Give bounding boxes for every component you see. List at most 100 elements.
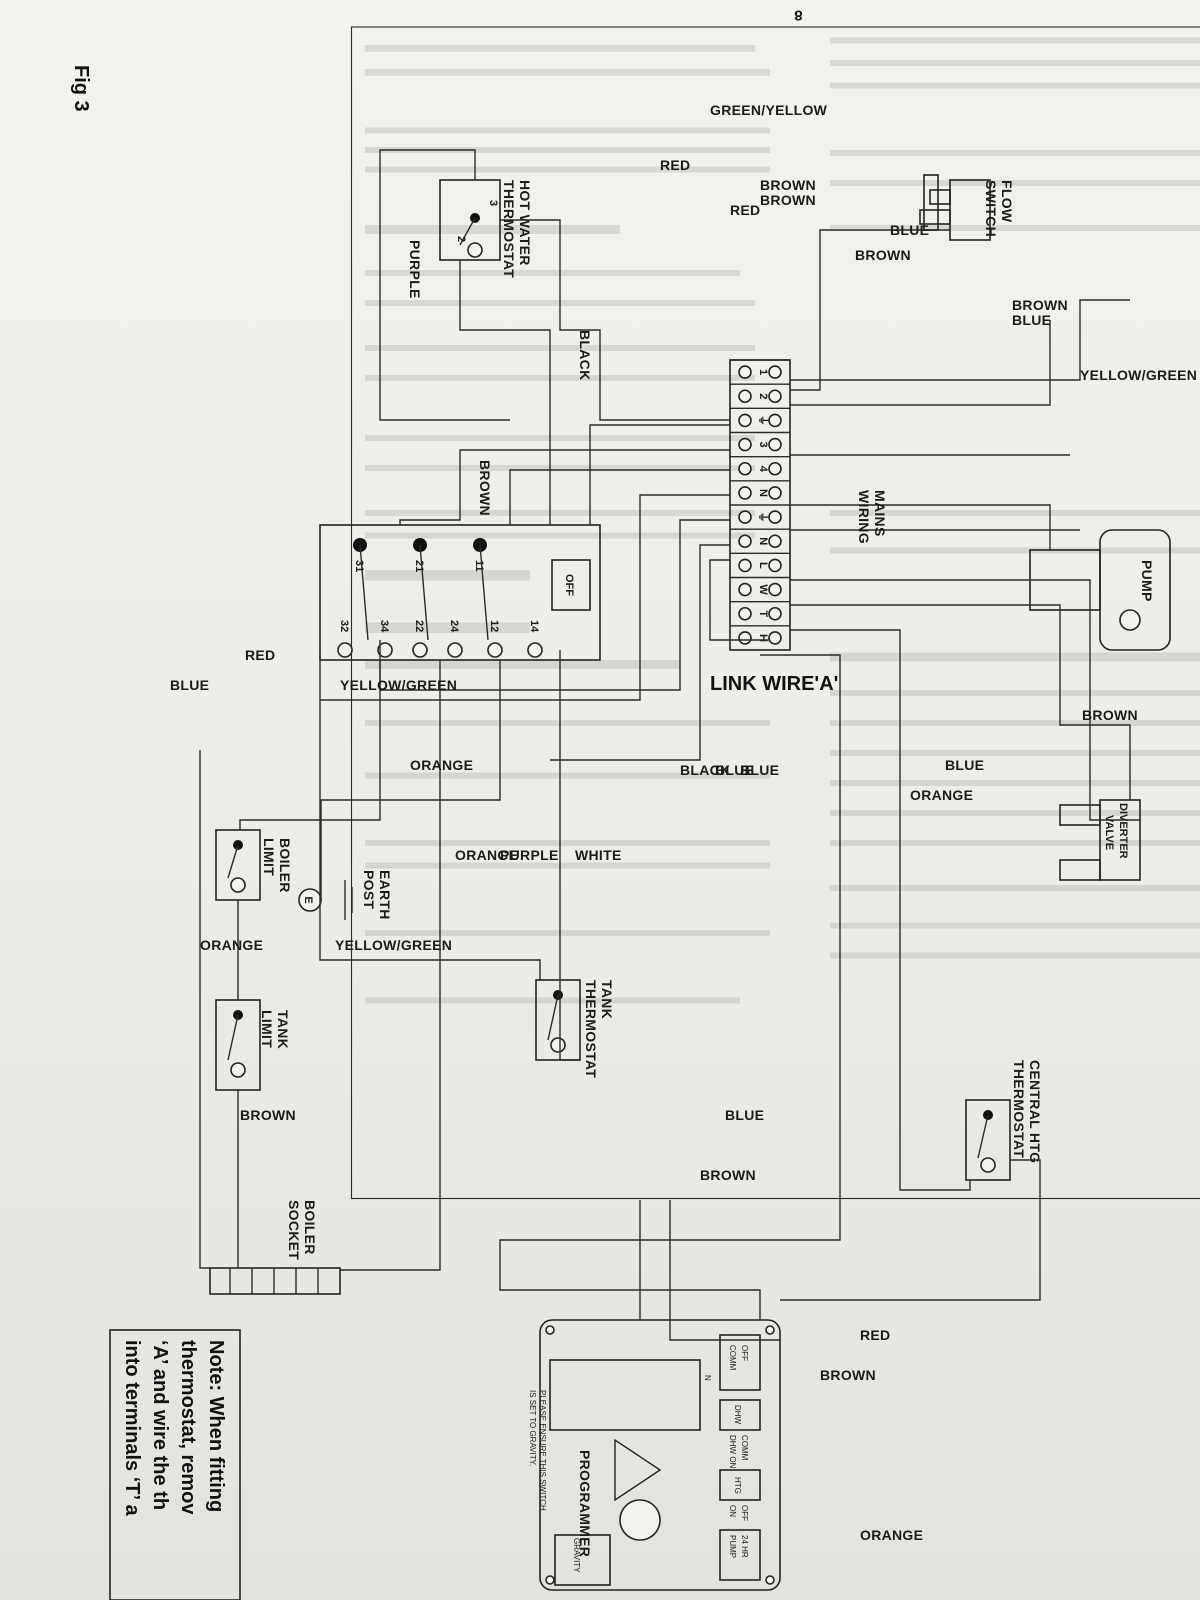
wire-label-white: WHITE — [575, 847, 622, 863]
terminal-screw — [738, 631, 752, 645]
terminal-screw — [738, 582, 752, 597]
diverter-valve-label-2: VALVE — [1103, 815, 1115, 850]
wire-label-blue-supply: BLUE — [1012, 312, 1051, 328]
relay-bottom-terminal — [412, 642, 428, 658]
terminal-screw — [738, 510, 752, 524]
wire-label-orange-limit: ORANGE — [200, 937, 263, 953]
wire-label-brown-mid: BROWN — [477, 460, 493, 516]
wire-label-red-prog: RED — [860, 1327, 890, 1343]
boiler-limit-label: BOILER LIMIT — [261, 838, 293, 897]
prog-htg-button[interactable] — [719, 1469, 761, 1501]
relay-bottom-label: 34 — [378, 620, 390, 633]
terminal-label: N — [757, 537, 769, 545]
terminal-screw — [738, 413, 752, 428]
prog-off2-label: OFF — [740, 1505, 749, 1521]
wire-label-blue-1: BLUE — [740, 762, 779, 778]
wire-label-orange-prog: ORANGE — [860, 1527, 923, 1543]
relay-bottom-label: 12 — [488, 620, 500, 632]
hw-terminal-3: 3 — [487, 200, 499, 206]
terminal-screw — [768, 461, 782, 476]
wire-label-brown-prog: BROWN — [700, 1167, 756, 1183]
diverter-valve-label: DIVERTER — [1117, 803, 1129, 859]
wire-label-yellow-green-1: YELLOW/GREEN — [340, 677, 457, 693]
prog-gravity-label: GRAVITY — [572, 1538, 581, 1573]
prog-off-comm-switch[interactable] — [719, 1334, 761, 1391]
central-htg-thermostat-label: CENTRAL HTG THERMOSTAT — [1011, 1060, 1043, 1168]
wire-label-brown-1: BROWN — [760, 177, 816, 193]
wires — [199, 149, 1140, 1341]
terminal-label: 2 — [757, 393, 769, 399]
terminal-screw — [738, 534, 752, 549]
relay-bottom-terminal — [447, 642, 463, 658]
wire-label-blue-flow: BLUE — [890, 222, 929, 238]
wire-label-red-limit: RED — [245, 647, 275, 663]
terminal-label: N — [757, 489, 769, 497]
terminal-screw — [738, 389, 752, 404]
warning-icon — [614, 1438, 662, 1502]
wire-labels: BLUEBROWNBROWNBLUEYELLOW/GREENBROWNBROWN… — [170, 102, 1197, 1543]
terminal-label: ⏚ — [757, 512, 770, 523]
terminal-label: 1 — [757, 369, 769, 375]
prog-24hr-pump-switch[interactable] — [719, 1529, 761, 1581]
relay-bottom-terminal — [527, 642, 543, 658]
page-frame — [350, 26, 1200, 1200]
wire-label-brown-2: BROWN — [760, 192, 816, 208]
terminal-screw — [768, 365, 782, 379]
flow-switch: FLOW SWITCH — [919, 174, 1015, 241]
wire-label-blue-2: BLUE — [715, 762, 754, 778]
flow-switch-label: FLOW SWITCH — [983, 180, 1015, 237]
terminal-screw — [768, 510, 782, 524]
terminal-screw — [738, 558, 752, 573]
wire-label-blue-prog: BLUE — [725, 1107, 764, 1123]
wire-label-brown-supply: BROWN — [1012, 297, 1068, 313]
terminal-screw — [738, 486, 752, 500]
prog-dhw-on-label: DHW ON — [728, 1435, 737, 1469]
clock-dial-icon — [619, 1499, 661, 1541]
programmer-note: PLEASE ENSURE THIS SWITCH IS SET TO GRAV… — [528, 1390, 547, 1513]
wire-label-blue-diverter: BLUE — [945, 757, 984, 773]
terminal-screw — [738, 365, 752, 379]
tank-limit-label: TANK LIMIT — [259, 1010, 291, 1053]
terminal-screw — [768, 389, 782, 404]
wire-label-brown-prog2: BROWN — [820, 1367, 876, 1383]
terminal-label: ⏚ — [757, 415, 770, 426]
central-htg-thermostat: CENTRAL HTG THERMOSTAT — [965, 1060, 1043, 1181]
wire-label-black-hw: BLACK — [577, 330, 593, 381]
terminal-label: L — [757, 562, 769, 569]
note-line-2: thermostat, remov — [177, 1340, 199, 1515]
prog-pump-label: PUMP — [728, 1535, 737, 1558]
wire-label-brown-socket: BROWN — [240, 1107, 296, 1123]
prog-n-label: N — [703, 1375, 712, 1381]
diverter-valve: DIVERTER VALVE — [1059, 799, 1141, 881]
wire-label-black-2: BLACK — [680, 762, 731, 778]
hot-water-thermostat-label: HOT WATER THERMOSTAT — [501, 180, 533, 278]
terminal-screw — [768, 606, 782, 621]
prog-24hr-label: 24 HR — [740, 1535, 749, 1558]
note-line-1: Note: When fitting — [205, 1340, 227, 1512]
pump-label: PUMP — [1139, 560, 1155, 602]
earth-post: E EARTH POST — [298, 870, 393, 920]
prog-comm-label: COMM — [728, 1345, 737, 1371]
earth-symbol: E — [302, 896, 314, 903]
note-box: Note: When fitting thermostat, remov ‘A’… — [109, 1329, 241, 1600]
wire-label-blue-left: BLUE — [170, 677, 209, 693]
relay-bottom-terminal — [487, 642, 503, 658]
prog-gravity-switch[interactable] — [554, 1534, 611, 1586]
terminal-label: T — [757, 610, 769, 617]
boiler-socket: BOILER SOCKET — [209, 1200, 341, 1295]
figure-label: Fig 3 — [70, 65, 92, 112]
wire-label-red-2: RED — [660, 157, 690, 173]
terminal-label: 4 — [757, 466, 769, 473]
prog-dhw-button[interactable] — [719, 1399, 761, 1431]
terminal-screw — [768, 631, 782, 645]
bleed-through-text: 8 — [350, 6, 1200, 1200]
boiler-limit: BOILER LIMIT — [215, 829, 293, 901]
relay-bottom-label: 14 — [528, 620, 540, 633]
terminal-screw — [768, 437, 782, 452]
wire-label-red-1: RED — [730, 202, 760, 218]
note-line-3: ‘A’ and wire the th — [149, 1340, 171, 1510]
terminal-screw — [768, 534, 782, 549]
wire-label-yellow-green-supply: YELLOW/GREEN — [1080, 367, 1197, 383]
